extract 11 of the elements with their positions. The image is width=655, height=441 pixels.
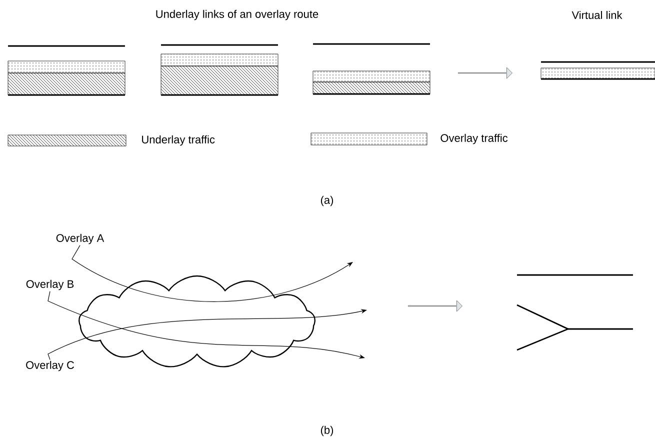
legend-label: Underlay traffic [142,135,215,146]
heading: Underlay links of an overlay route [156,10,318,20]
text-label: Overlay A [56,234,104,244]
legend-label: Overlay traffic [440,134,508,144]
panel-label: (a) [320,196,334,206]
panel-label: (b) [320,426,334,436]
text-label: Overlay B [26,280,74,290]
cloud-shape [78,275,316,368]
heading: Virtual link [572,10,622,20]
text-label: Overlay C [26,360,74,372]
arrow [72,245,353,302]
